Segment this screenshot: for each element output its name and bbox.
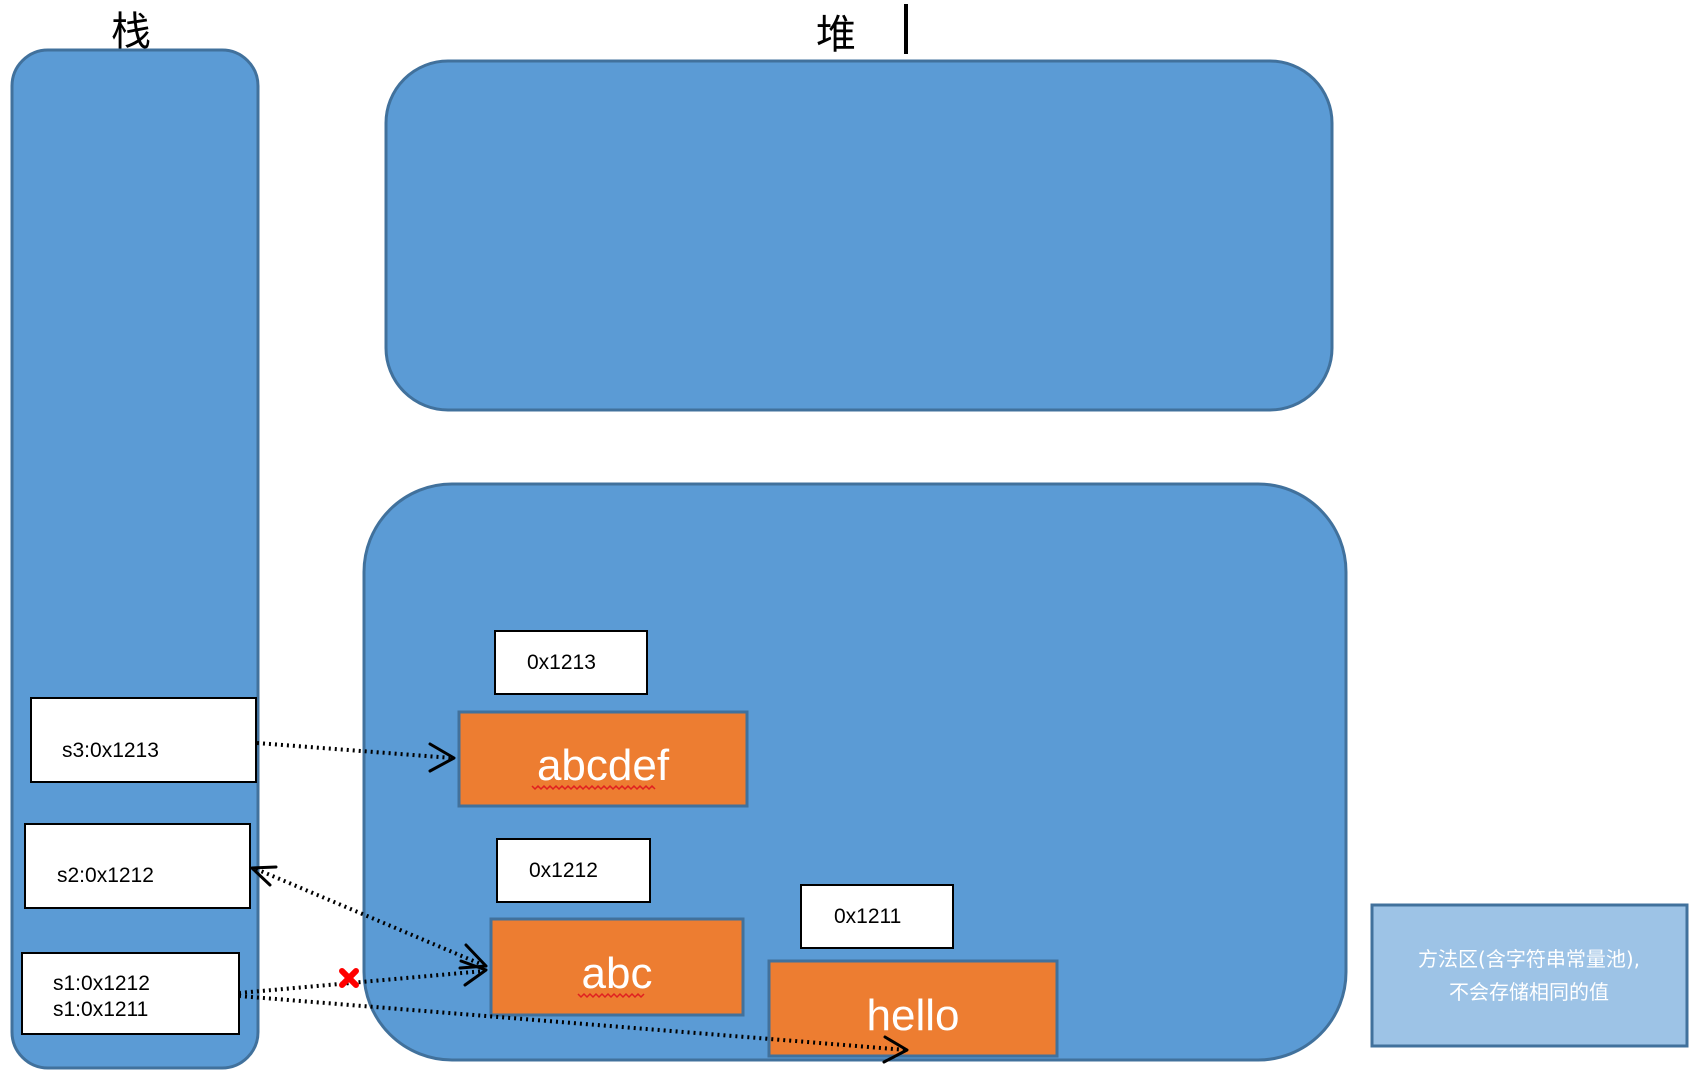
method-area-note-line2: 不会存储相同的值 bbox=[1449, 980, 1609, 1004]
stack-var-s3-label: s3:0x1213 bbox=[62, 739, 159, 762]
address-label-0x1212: 0x1212 bbox=[496, 838, 651, 903]
stack-var-s2: s2:0x1212 bbox=[24, 823, 251, 909]
ref-arrow-s1-to-abc-invalidated bbox=[238, 959, 488, 995]
address-label-0x1211-text: 0x1211 bbox=[834, 905, 901, 928]
method-area-note: 方法区(含字符串常量池), 不会存储相同的值 bbox=[1370, 903, 1689, 1048]
stack-title: 栈 bbox=[111, 9, 151, 55]
stack-var-s1: s1:0x1212 s1:0x1211 bbox=[21, 952, 240, 1035]
string-hello-text: hello bbox=[867, 991, 960, 1040]
spellcheck-squiggle bbox=[577, 992, 645, 999]
heap-zone bbox=[384, 59, 1334, 412]
string-box-hello: hello bbox=[767, 959, 1059, 1058]
ref-arrow-s3-to-abcdef bbox=[256, 741, 456, 773]
method-area-note-line1: 方法区(含字符串常量池), bbox=[1418, 947, 1640, 971]
string-abc-text: abc bbox=[582, 949, 653, 998]
stack-var-s3: s3:0x1213 bbox=[30, 697, 257, 783]
heap-title: 堆 bbox=[816, 12, 856, 58]
string-box-abc: abc bbox=[489, 917, 745, 1017]
stack-zone bbox=[10, 48, 260, 1070]
invalidated-cross-icon bbox=[339, 968, 359, 988]
address-label-0x1212-text: 0x1212 bbox=[529, 859, 598, 882]
address-label-0x1211: 0x1211 bbox=[800, 884, 954, 949]
string-abcdef-text: abcdef bbox=[537, 741, 670, 790]
address-label-0x1213: 0x1213 bbox=[494, 630, 648, 695]
string-box-abcdef: abcdef bbox=[457, 710, 749, 808]
method-area-zone bbox=[362, 482, 1348, 1062]
stack-var-s1-label-old: s1:0x1212 bbox=[53, 972, 150, 995]
ref-arrow-s2-to-abc bbox=[250, 865, 488, 970]
address-label-0x1213-text: 0x1213 bbox=[527, 651, 596, 674]
ref-arrow-s1-to-hello bbox=[238, 994, 909, 1064]
stack-var-s1-label-new: s1:0x1211 bbox=[53, 998, 148, 1021]
spellcheck-squiggle bbox=[531, 784, 656, 791]
stack-var-s2-label: s2:0x1212 bbox=[57, 864, 154, 887]
